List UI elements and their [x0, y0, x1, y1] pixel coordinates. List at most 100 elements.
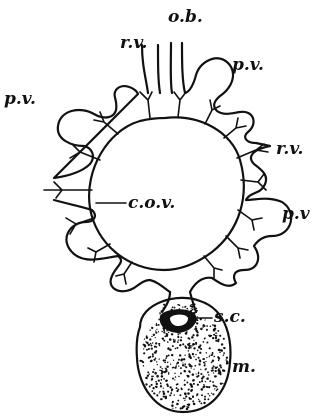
- yolk-dot: [192, 373, 195, 376]
- yolk-dot: [158, 319, 160, 321]
- yolk-dot: [186, 308, 188, 310]
- yolk-dot: [216, 388, 218, 390]
- yolk-dot: [226, 362, 228, 364]
- yolk-dot: [203, 341, 205, 343]
- yolk-dot: [154, 372, 157, 375]
- yolk-dot: [174, 373, 175, 374]
- yolk-dot: [147, 375, 149, 377]
- outer-vessel-ring: [54, 43, 291, 292]
- yolk-dot: [180, 339, 182, 341]
- yolk-dot: [223, 355, 224, 356]
- yolk-dot: [163, 396, 165, 398]
- yolk-dot: [205, 361, 206, 362]
- yolk-dot: [203, 361, 205, 363]
- yolk-dot: [168, 372, 169, 373]
- yolk-dot: [156, 375, 159, 378]
- label-pv-right: p.v: [282, 204, 311, 224]
- yolk-dot: [189, 365, 191, 367]
- yolk-dot: [185, 332, 188, 335]
- yolk-dot: [188, 389, 190, 391]
- yolk-dot: [143, 348, 144, 349]
- yolk-dot: [187, 404, 189, 406]
- yolk-dot: [218, 349, 220, 351]
- yolk-dot: [176, 390, 178, 392]
- yolk-dot: [194, 365, 196, 367]
- yolk-dot: [151, 336, 152, 337]
- yolk-dot: [160, 385, 162, 387]
- yolk-dot: [163, 331, 165, 333]
- yolk-dot: [156, 383, 158, 385]
- yolk-dot: [156, 346, 158, 348]
- yolk-dot: [190, 384, 193, 387]
- yolk-dot: [222, 383, 224, 385]
- yolk-dot: [161, 372, 163, 374]
- yolk-dot: [170, 392, 172, 394]
- yolk-dot: [211, 362, 213, 364]
- yolk-dot: [182, 307, 183, 308]
- yolk-dot: [158, 324, 160, 326]
- yolk-dot: [177, 400, 179, 402]
- yolk-dot: [202, 386, 204, 388]
- yolk-dot: [206, 341, 208, 343]
- label-ob: o.b.: [168, 7, 203, 27]
- yolk-dot: [209, 347, 211, 349]
- yolk-dot: [214, 375, 216, 377]
- yolk-dot: [195, 326, 197, 328]
- yolk-dot: [175, 376, 177, 378]
- yolk-dot: [190, 398, 192, 400]
- yolk-dot: [184, 355, 185, 356]
- yolk-dot: [198, 346, 200, 348]
- sinus-region: [160, 309, 197, 333]
- yolk-dot: [195, 329, 196, 330]
- yolk-dot: [164, 361, 166, 363]
- yolk-dot: [181, 388, 183, 390]
- yolk-dot: [212, 369, 214, 371]
- yolk-dot: [151, 376, 153, 378]
- yolk-dot: [217, 340, 219, 342]
- yolk-dot: [188, 350, 190, 352]
- yolk-dot: [160, 383, 162, 385]
- yolk-dot: [215, 370, 217, 372]
- yolk-dot: [172, 377, 174, 379]
- yolk-dot: [179, 333, 181, 335]
- yolk-dot: [209, 356, 210, 357]
- yolk-dot: [218, 360, 220, 362]
- yolk-dot: [177, 341, 179, 343]
- yolk-dot: [211, 393, 212, 394]
- yolk-dot: [201, 380, 203, 382]
- yolk-dot: [201, 388, 203, 390]
- yolk-dot: [212, 359, 214, 361]
- label-pv-top-right: p.v.: [232, 55, 264, 75]
- yolk-dot: [192, 396, 194, 398]
- yolk-dot: [168, 373, 170, 375]
- yolk-dot: [172, 309, 173, 310]
- yolk-dot: [182, 343, 184, 345]
- yolk-dot: [197, 384, 199, 386]
- yolk-dot: [192, 309, 194, 311]
- yolk-dot: [185, 398, 186, 399]
- yolk-dot: [167, 391, 169, 393]
- yolk-dot: [166, 383, 168, 385]
- yolk-dot: [193, 379, 194, 380]
- yolk-dot: [208, 386, 210, 388]
- yolk-dot: [223, 338, 225, 340]
- yolk-dot: [197, 375, 199, 377]
- yolk-dot: [152, 353, 154, 355]
- yolk-dot: [177, 334, 179, 336]
- yolk-dot: [211, 367, 213, 369]
- yolk-dot: [159, 392, 160, 393]
- yolk-dot: [215, 386, 217, 388]
- yolk-dot: [208, 374, 209, 375]
- yolk-dot: [147, 371, 149, 373]
- yolk-dot: [172, 408, 173, 409]
- yolk-dot: [199, 381, 201, 383]
- yolk-dot: [191, 308, 192, 309]
- yolk-dot: [206, 329, 208, 331]
- yolk-dot: [156, 386, 158, 388]
- yolk-dot: [192, 353, 194, 355]
- yolk-dot: [176, 384, 178, 386]
- yolk-dot: [193, 383, 195, 385]
- yolk-dot: [153, 392, 155, 394]
- yolk-dot: [173, 346, 174, 347]
- yolk-dot: [178, 365, 179, 366]
